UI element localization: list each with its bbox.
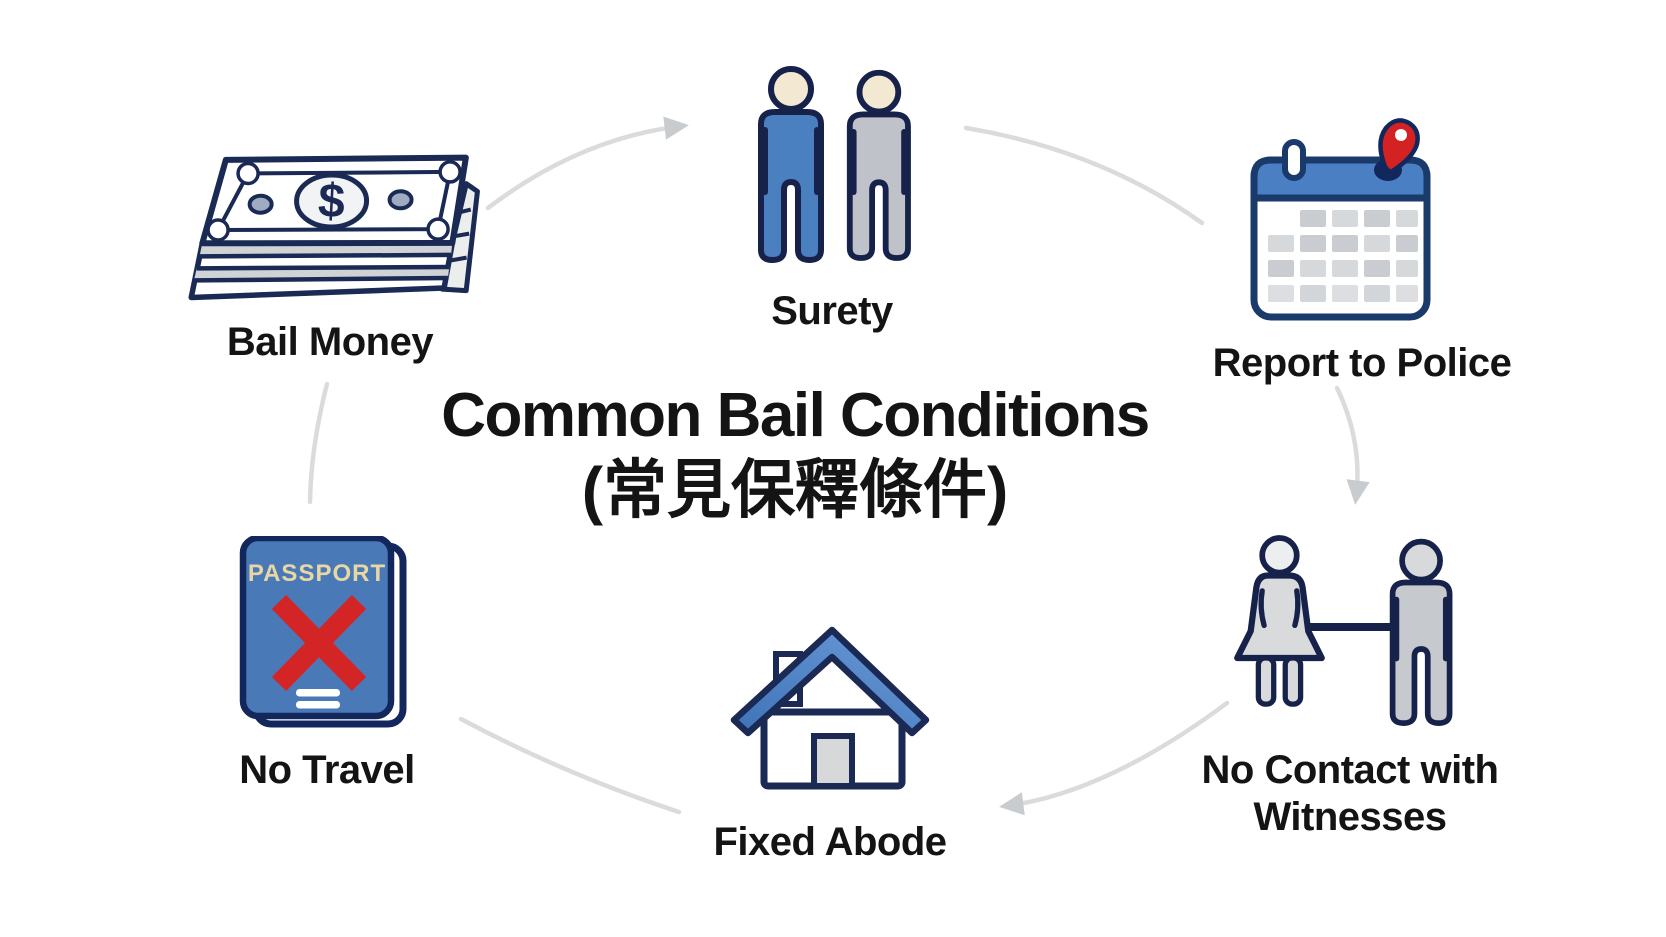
passport-crossed-icon: PASSPORT bbox=[239, 536, 407, 728]
passport-title: PASSPORT bbox=[248, 560, 386, 587]
calendar bbox=[1250, 118, 1431, 321]
dollar-sign: $ bbox=[317, 174, 347, 228]
bill-dot-right bbox=[387, 189, 414, 211]
bill-dot-left bbox=[247, 193, 274, 215]
man-woman-separated-icon bbox=[1234, 535, 1470, 729]
arrow-notravel-to-fixedabode bbox=[458, 716, 682, 815]
top-banknote: $ bbox=[199, 154, 469, 247]
label-no-travel: No Travel bbox=[239, 748, 415, 792]
person-gray bbox=[850, 73, 908, 258]
calendar-reminder-icon bbox=[1250, 118, 1431, 321]
label-report-to-police: Report to Police bbox=[1212, 341, 1512, 385]
separation-bar bbox=[1301, 623, 1391, 631]
border-notch bbox=[438, 160, 462, 184]
two-people-icon bbox=[746, 64, 922, 268]
woman-figure bbox=[1234, 535, 1325, 707]
man-figure bbox=[1393, 542, 1450, 723]
label-surety: Surety bbox=[771, 289, 893, 333]
woman-leg bbox=[1282, 655, 1304, 707]
reminder-pin-icon bbox=[1378, 118, 1420, 175]
border-notch bbox=[206, 218, 230, 242]
label-bail-money: Bail Money bbox=[226, 320, 434, 364]
red-cross-icon bbox=[271, 595, 367, 691]
house-icon bbox=[730, 626, 930, 790]
border-notch bbox=[426, 217, 450, 241]
door bbox=[811, 733, 855, 789]
passport-line bbox=[296, 689, 340, 697]
arrow-bailmoney-to-notravel bbox=[307, 381, 330, 505]
dollar-ellipse bbox=[294, 172, 370, 230]
label-no-contact: No Contact with Witnesses bbox=[1201, 748, 1499, 839]
woman-head bbox=[1259, 535, 1300, 576]
label-fixed-abode: Fixed Abode bbox=[713, 820, 947, 864]
passport-line bbox=[296, 701, 340, 709]
roof bbox=[730, 626, 930, 737]
border-notch bbox=[236, 161, 260, 186]
money-stack-icon: $ bbox=[188, 154, 480, 301]
woman-leg bbox=[1255, 655, 1277, 707]
arrow-surety-to-report bbox=[963, 125, 1205, 226]
arrow-report-to-nocontact bbox=[1334, 385, 1370, 505]
title-chinese: (常見保釋條件) bbox=[581, 454, 1009, 527]
arrow-bailmoney-to-surety bbox=[485, 116, 689, 211]
calendar-days bbox=[1268, 210, 1418, 302]
person-blue bbox=[761, 69, 821, 260]
calendar-ring-left bbox=[1282, 139, 1306, 181]
bill-stack bbox=[188, 240, 456, 301]
diagram-title: Common Bail Conditions (常見保釋條件) bbox=[350, 381, 1240, 530]
title-english: Common Bail Conditions bbox=[441, 381, 1150, 450]
